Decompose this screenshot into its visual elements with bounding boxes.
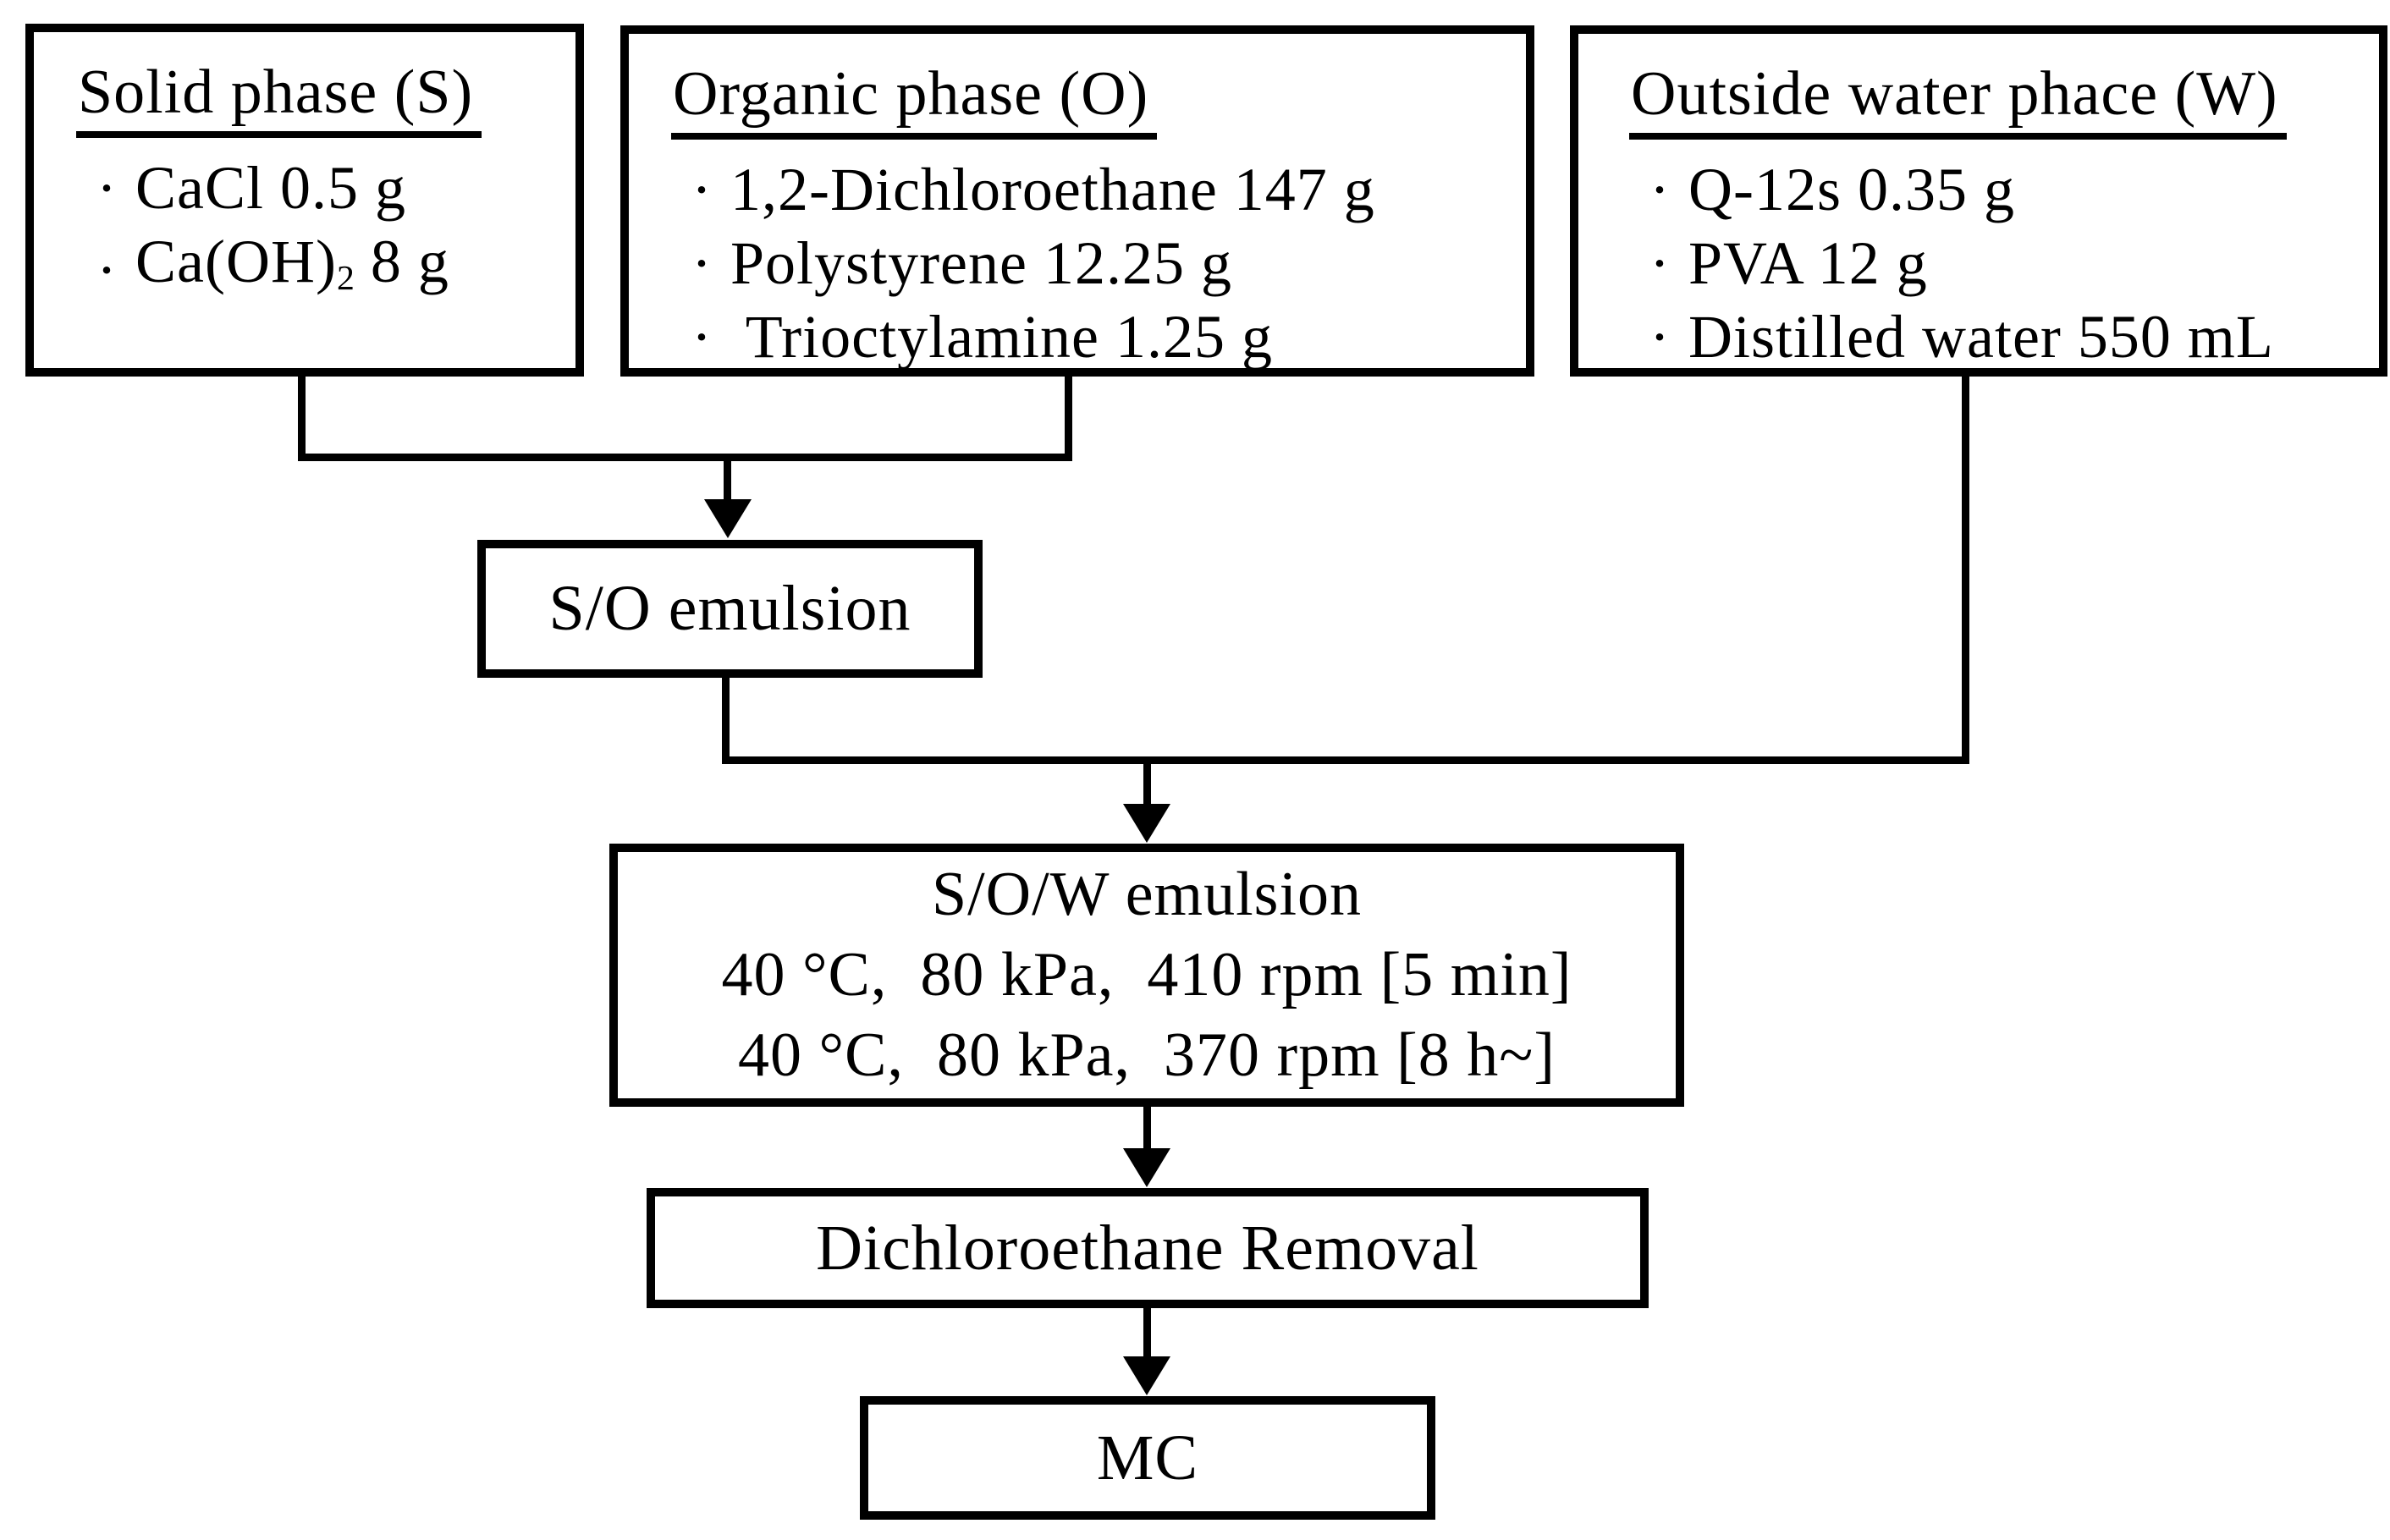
connector-mid-horizontal [722,756,1969,764]
bullet-icon: · [1649,155,1671,223]
sow-condition-1: 40 °C, 80 kPa, 410 rpm [5 min] [721,940,1572,1009]
node-sow-emulsion: S/O/W emulsion 40 °C, 80 kPa, 410 rpm [5… [609,844,1684,1107]
list-item-text: 1,2-Dichloroethane 147 g [730,155,1375,223]
list-item: · Polystyrene 12.25 g [691,227,1517,300]
removal-label: Dichloroethane Removal [816,1212,1479,1284]
node-organic-phase: Organic phase (O) · 1,2-Dichloroethane 1… [620,25,1534,377]
node-dichloroethane-removal: Dichloroethane Removal [647,1188,1649,1308]
arrowhead-icon [1123,804,1170,843]
arrow-to-mc-stem [1143,1307,1151,1360]
formula-text: Ca(OH) [135,227,337,295]
list-item: · Ca(OH)2 8 g [96,225,567,316]
arrow-to-sow-emulsion-stem [1143,756,1151,807]
list-item: · 1,2-Dichloroethane 147 g [691,153,1517,227]
bullet-icon: · [1649,302,1671,371]
water-phase-list: · Q-12s 0.35 g · PVA 12 g · Distilled wa… [1629,153,2371,374]
arrowhead-icon [704,499,752,538]
list-item: · Q-12s 0.35 g [1649,153,2371,227]
subscript-text: 2 [336,259,355,299]
list-item: · CaCl 0.5 g [96,151,567,225]
arrowhead-icon [1123,1148,1170,1187]
list-item-text: Trioctylamine 1.25 g [730,302,1274,371]
bullet-icon: · [96,153,118,222]
list-item: · Trioctylamine 1.25 g [691,300,1517,374]
arrowhead-icon [1123,1356,1170,1395]
node-so-emulsion: S/O emulsion [477,540,983,678]
node-solid-phase: Solid phase (S) · CaCl 0.5 g · Ca(OH)2 8… [25,24,584,377]
list-item-text: CaCl 0.5 g [135,153,407,222]
sow-condition-2: 40 °C, 80 kPa, 370 rpm [8 h~] [738,1020,1556,1090]
arrow-to-removal-stem [1143,1106,1151,1152]
solid-phase-title: Solid phase (S) [76,58,482,138]
so-emulsion-label: S/O emulsion [548,573,911,644]
solid-phase-list: · CaCl 0.5 g · Ca(OH)2 8 g [76,151,567,316]
list-item: · Distilled water 550 mL [1649,300,2371,374]
mc-label: MC [1096,1422,1199,1493]
connector-top-horizontal [298,454,1072,461]
water-phase-title: Outside water phace (W) [1629,59,2287,140]
sow-emulsion-label: S/O/W emulsion [931,860,1363,929]
node-outside-water-phase: Outside water phace (W) · Q-12s 0.35 g ·… [1570,25,2387,377]
list-item-text: Q-12s 0.35 g [1688,155,2015,223]
connector-so-down [722,677,730,764]
arrow-to-so-emulsion-stem [724,454,731,503]
node-mc: MC [860,1396,1435,1520]
bullet-icon: · [96,235,118,304]
organic-phase-title: Organic phase (O) [671,59,1158,140]
bullet-icon: · [691,155,713,223]
connector-solid-down [298,377,306,461]
list-item-text: Polystyrene 12.25 g [730,228,1232,297]
organic-phase-list: · 1,2-Dichloroethane 147 g · Polystyrene… [671,153,1517,374]
list-item: · PVA 12 g [1649,227,2371,300]
list-item-text: Ca(OH)2 8 g [135,225,449,316]
connector-organic-down [1065,377,1072,461]
list-item-text: Distilled water 550 mL [1688,302,2274,371]
bullet-icon: · [691,302,713,371]
bullet-icon: · [691,228,713,297]
formula-amount: 8 g [354,227,449,295]
bullet-icon: · [1649,228,1671,297]
list-item-text: PVA 12 g [1688,228,1928,297]
connector-water-down [1962,377,1969,764]
